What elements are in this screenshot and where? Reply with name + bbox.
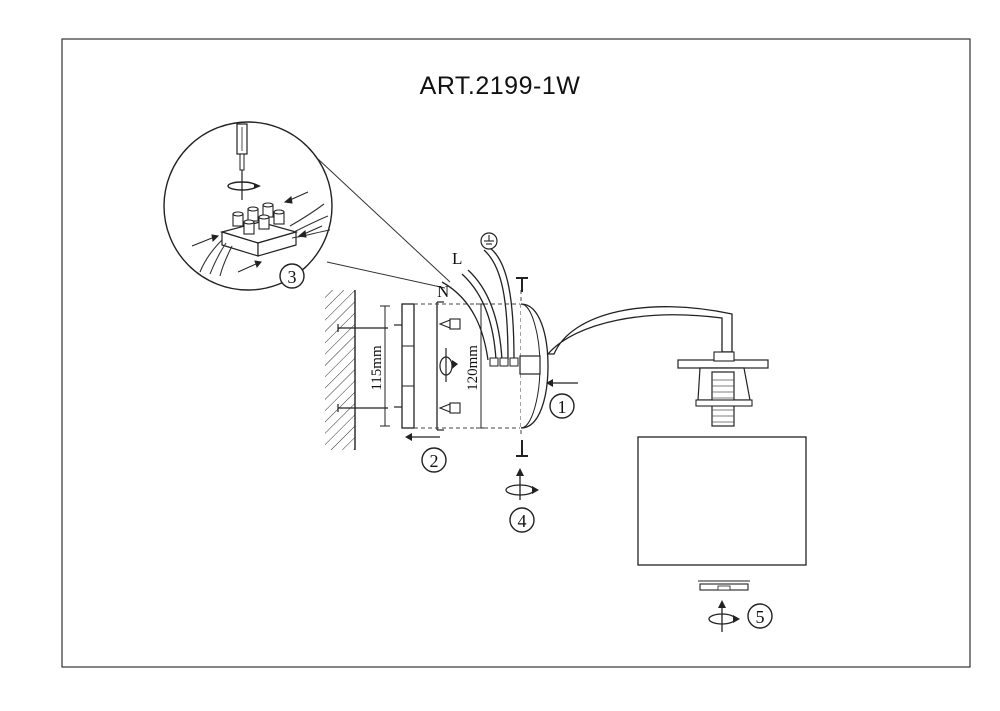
callout-leader-top [317,158,451,283]
ground-symbol-icon [480,232,498,250]
lampshade [637,436,807,566]
lamp-arm [546,306,733,355]
canopy [519,303,549,429]
dimension-120mm: 120mm [465,303,486,429]
page-frame [61,38,971,668]
step-1-badge: 1 [549,393,575,419]
supply-wires [441,247,515,361]
rotate-arrow-icon [439,348,458,382]
wiring-detail-callout: 3 [163,121,451,291]
bottom-screw [516,440,528,457]
screwdriver-icon [236,123,248,200]
diagram-title: ART.2199-1W [419,72,581,100]
step-3-label: 3 [288,267,297,287]
wire-label-n: N [437,282,449,301]
wall [325,290,388,450]
step-1-arrow [546,379,578,387]
rotate-arrow-icon [227,181,261,191]
rotate-arrow-icon [708,600,740,632]
shade-ring [698,580,750,591]
step-4-badge: 4 [509,507,535,533]
top-screw [516,277,528,292]
step-2-label: 2 [430,451,439,471]
rotate-arrow-icon [505,468,539,500]
wire-label-live: L [452,249,462,268]
lamp-socket [677,351,769,427]
step-5-label: 5 [756,607,765,627]
mounting-plate [394,303,415,429]
terminal-block [219,202,299,257]
wire-connectors [489,357,519,367]
wire-label-l: L [452,249,462,268]
detail-arrows [191,191,323,273]
dimension-115mm: 115mm [369,305,390,427]
dimension-120mm-label: 120mm [465,345,481,391]
step-2-arrow [405,433,440,441]
callout-leader-bottom [326,261,446,289]
detail-wires [199,203,331,277]
fixture-base-box [436,301,461,431]
step-3-badge: 3 [279,263,305,289]
dimension-115mm-label: 115mm [369,345,385,391]
step-5-badge: 5 [747,603,773,629]
detail-circle [163,121,333,291]
step-1-label: 1 [558,397,567,417]
step-2-badge: 2 [421,447,447,473]
wire-label-neutral: N [437,282,449,301]
step-4-label: 4 [518,511,527,531]
mount-screws [438,318,461,414]
